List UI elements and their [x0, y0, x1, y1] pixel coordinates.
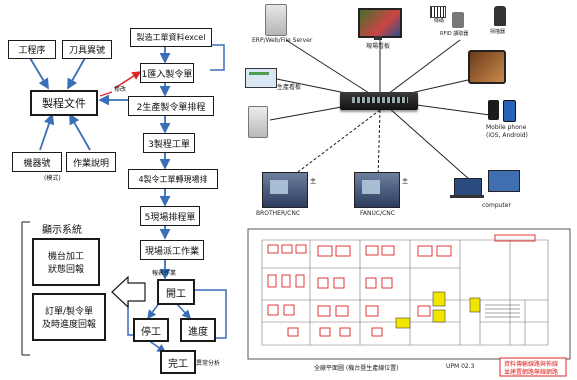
scanner-gun-label: 掃描器: [490, 29, 506, 35]
computer-label: computer: [482, 202, 511, 209]
step-dispatch-box: 現場派工作業: [140, 240, 204, 260]
machine-no-box: 機器號: [12, 152, 62, 172]
step-site-schedule-box: 5現場排程單: [140, 206, 200, 226]
stop-box: 停工: [133, 318, 169, 342]
barcode-label: 條碼: [434, 18, 445, 24]
mobile-label-1: Mobile phone: [486, 124, 527, 131]
floorplan-code: UPM 02.3: [446, 363, 475, 370]
cnc-brother-label: BROTHER/CNC: [256, 210, 301, 217]
laptop-base: [450, 195, 484, 198]
monitor-stand: [374, 36, 382, 40]
work-desc-box: 作業說明: [66, 152, 116, 172]
cnc-fanuc-label: FANUC/CNC: [360, 210, 395, 217]
tablet-icon: [468, 50, 506, 84]
server-icon: [265, 4, 287, 36]
monitor-label: 現場看板: [366, 43, 391, 50]
modify-tag: 修改: [114, 86, 127, 93]
monitor-icon: [358, 8, 402, 38]
server-label: ERP/Web/File Server: [252, 37, 313, 44]
mobile-phone-icon: [488, 100, 499, 120]
process-box: 工程序: [8, 40, 56, 59]
floorplan-legend-line1: 資料傳輸線路與佈線: [504, 361, 559, 368]
pc-screen-label: 生產看板: [277, 84, 302, 91]
rfid-icon: [452, 12, 464, 28]
step-schedule-box: 2生產製令單排程: [128, 96, 214, 116]
progress-box: 進度: [180, 318, 216, 342]
cnc-fanuc-tag: 主: [402, 178, 409, 185]
start-box: 開工: [157, 279, 195, 305]
machine-status-line1: 機台加工: [47, 252, 84, 262]
report-tag: 報表作業: [152, 270, 177, 277]
cnc-fanuc-window: [362, 180, 380, 194]
cnc-brother-tag: 主: [310, 178, 317, 185]
machine-status-box: 機台加工 狀態回報: [32, 238, 100, 286]
step-process-order-box: 3製程工單: [143, 133, 195, 153]
finish-box: 完工: [160, 350, 196, 374]
step-import-box: 1匯入製令單: [140, 63, 194, 83]
mode-note: (模式): [44, 175, 61, 182]
machine-status-line2: 狀態回報: [47, 265, 84, 275]
floorplan-caption: 全廠平面圖 (機台暨生產線位置): [314, 365, 399, 372]
work-progress-box: 訂單/製令單 及時進度回報: [32, 293, 106, 341]
barcode-icon: [430, 6, 446, 18]
floorplan-legend-line2: 並建置網路無線網路: [504, 369, 559, 376]
step-transfer-box: 4製令工單轉現場排: [128, 169, 218, 189]
pc-screen-content: [249, 72, 269, 75]
work-progress-line1: 訂單/製令單: [44, 307, 94, 317]
desktop-monitor-icon: [488, 170, 520, 192]
switch-ports: [352, 97, 408, 103]
work-progress-line2: 及時進度回報: [41, 320, 96, 330]
finish-tag: 異常分析: [196, 360, 221, 367]
mobile-phone-icon-2: [503, 100, 516, 122]
tool-no-box: 刀具異號: [62, 40, 112, 59]
scanner-gun-icon: [494, 6, 506, 26]
mfg-file-box: 製程文件: [30, 90, 98, 116]
step-excel-box: 製造工單資料excel: [130, 28, 212, 47]
cnc-brother-window: [270, 180, 288, 194]
mobile-label-2: (iOS, Android): [486, 132, 528, 139]
rfid-label: RFID 讀取器: [440, 31, 469, 37]
display-system-title: 顯示系統: [42, 225, 82, 236]
pc-tower-icon: [248, 106, 268, 138]
